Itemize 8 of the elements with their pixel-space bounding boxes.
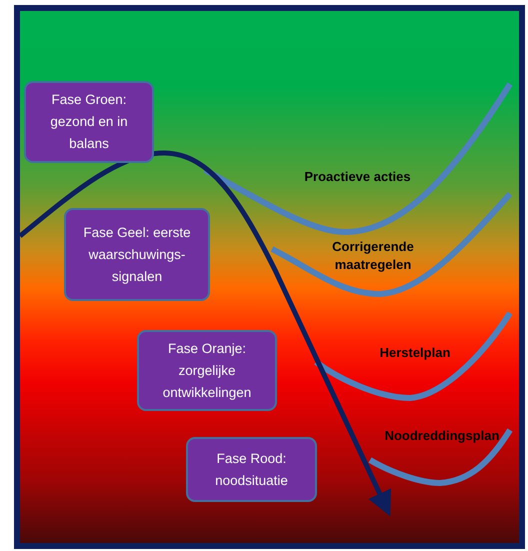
phase-box: Fase Geel: eerste waarschuwings-signalen (64, 208, 210, 301)
curve-label: Noodreddingsplan (384, 427, 500, 445)
curve-label: Corrigerende maatregelen (331, 238, 415, 274)
curve-label: Proactieve acties (303, 168, 412, 186)
phase-box: Fase Rood: noodsituatie (186, 437, 317, 502)
phase-box: Fase Groen: gezond en in balans (24, 81, 154, 163)
phase-box: Fase Oranje: zorgelijke ontwikkelingen (137, 330, 277, 411)
curve-label: Herstelplan (378, 344, 452, 362)
